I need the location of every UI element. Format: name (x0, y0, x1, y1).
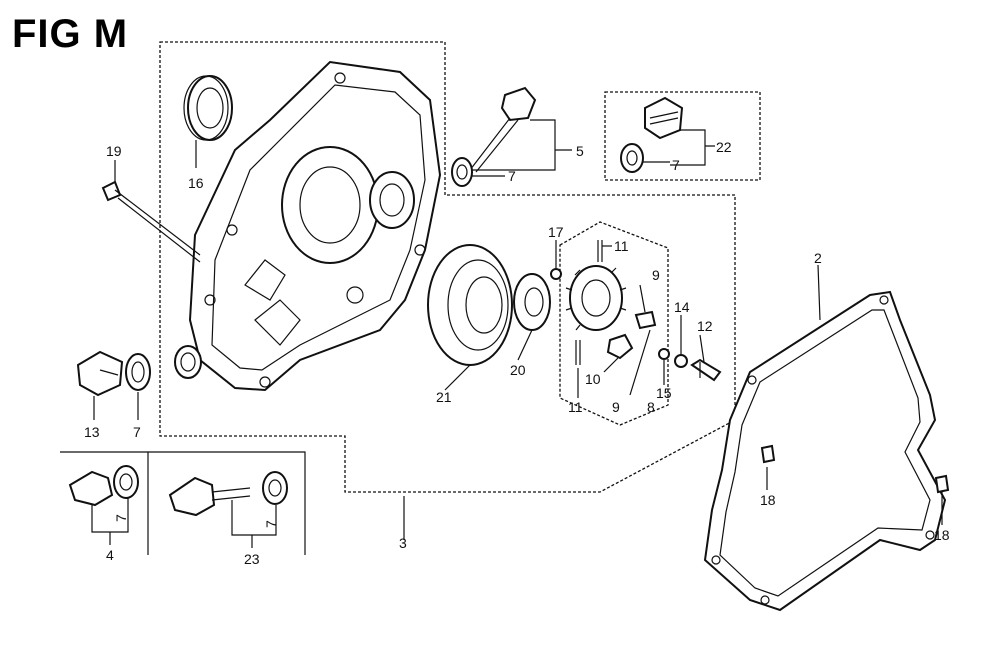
callout-7-drain: 7 (133, 424, 141, 440)
leader-lines (91, 119, 943, 548)
washer-15 (658, 348, 670, 360)
plug-frame-right (148, 451, 306, 555)
callout-10: 10 (585, 371, 601, 387)
dowel-pins-18 (760, 444, 950, 494)
oil-filler-frame (604, 91, 761, 181)
callout-8: 8 (647, 399, 655, 415)
callout-12: 12 (697, 318, 713, 334)
callout-7-cap23: 7 (263, 520, 279, 528)
washer-7-cap4 (113, 465, 139, 499)
callout-22: 22 (716, 139, 732, 155)
callout-9-lower: 9 (612, 399, 620, 415)
callout-15: 15 (656, 385, 672, 401)
callout-3: 3 (399, 535, 407, 551)
washer-7-left (125, 353, 151, 391)
callout-7-gauge: 7 (508, 168, 516, 184)
callout-5: 5 (576, 143, 584, 159)
callout-18-right: 18 (934, 527, 950, 543)
governor-weight-9 (634, 310, 657, 330)
governor-gear (565, 265, 627, 331)
callout-14: 14 (674, 299, 690, 315)
callout-16: 16 (188, 175, 204, 191)
callout-21: 21 (436, 389, 452, 405)
oil-level-gauge-5 (469, 86, 537, 173)
ball-bearing-21 (427, 244, 513, 366)
crankcase-cover-frame (159, 41, 736, 493)
plug-boss (174, 345, 202, 379)
oil-filler-cap-4 (68, 470, 114, 507)
drain-plug-13 (76, 350, 124, 397)
governor-shaft-12 (690, 358, 722, 382)
callout-4: 4 (106, 547, 114, 563)
washer-14 (674, 354, 688, 368)
callout-13: 13 (84, 424, 100, 440)
oil-seal-16 (183, 75, 233, 141)
callout-20: 20 (510, 362, 526, 378)
callout-7-cap: 7 (672, 157, 680, 173)
plug-frame-left (60, 451, 149, 555)
callout-7-cap4: 7 (113, 514, 129, 522)
figure-title: FIG M (12, 12, 129, 56)
callout-17: 17 (548, 224, 564, 240)
washer-7-cap (620, 143, 644, 173)
pins-11 (575, 240, 603, 365)
callout-11-lower: 11 (568, 399, 583, 415)
crankcase-gasket-2 (703, 290, 947, 612)
callout-2: 2 (814, 250, 822, 266)
oil-filler-cap-23 (168, 476, 251, 517)
washer-7-gauge (451, 157, 473, 187)
flange-bolt-19 (101, 180, 201, 263)
ball-bearing-20 (513, 273, 551, 331)
governor-holder-10 (606, 333, 634, 360)
callout-11-upper: 11 (614, 238, 629, 254)
crankcase-cover (188, 60, 442, 392)
washer-17 (550, 268, 562, 280)
governor-frame (559, 221, 669, 426)
callout-23: 23 (244, 551, 260, 567)
callout-9-upper: 9 (652, 267, 660, 283)
washer-7-cap23 (262, 471, 288, 505)
callout-19: 19 (106, 143, 122, 159)
callout-18-left: 18 (760, 492, 776, 508)
filler-cap-22 (644, 96, 684, 140)
